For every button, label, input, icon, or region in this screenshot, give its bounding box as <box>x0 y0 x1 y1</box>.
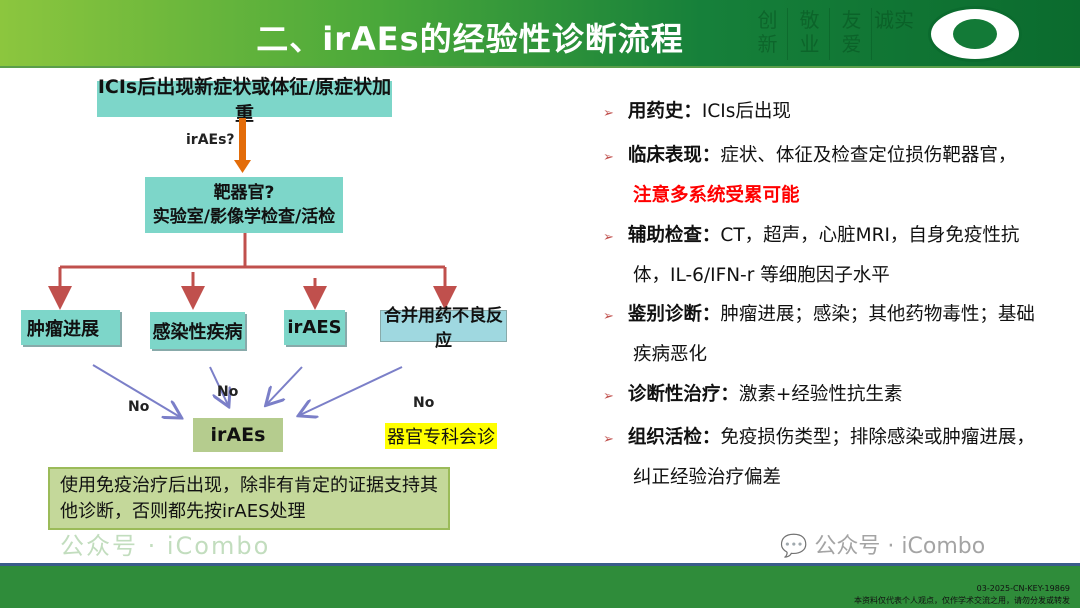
arrow-bullet-icon: ➢ <box>603 150 614 165</box>
target-organ-box: 靶器官? 实验室/影像学检查/活检 <box>145 177 343 233</box>
result-iraes-box: irAEs <box>193 418 283 452</box>
flow-connectors <box>48 118 457 530</box>
no-label: No <box>413 395 435 411</box>
bullet-differential: ➢鉴别诊断：肿瘤进展；感染；其他药物毒性；基础疾病恶化 <box>603 304 1035 365</box>
watermark: 公众号 · iCombo <box>60 532 271 560</box>
arrow-bullet-icon: ➢ <box>603 230 614 245</box>
arrow-bullet-icon: ➢ <box>603 106 614 121</box>
bullet-diagnostic-treatment: ➢诊断性治疗：激素+经验性抗生素 <box>603 384 903 405</box>
bullet-biopsy: ➢组织活检：免疫损伤类型；排除感染或肿瘤进展，纠正经验治疗偏差 <box>603 427 1035 488</box>
red-branch-lines <box>48 233 457 310</box>
wechat-icon: 💬 <box>780 534 808 559</box>
note-box: 使用免疫治疗后出现，除非有肯定的证据支持其他诊断，否则都先按irAES处理 <box>48 467 450 530</box>
page-title: 二、irAEs的经验性诊断流程 <box>256 20 684 58</box>
document-code: 03-2025-CN-KEY-19869 <box>976 584 1070 593</box>
header-banner: 二、irAEs的经验性诊断流程 创新 敬业 友爱 诚实 <box>0 0 1080 68</box>
arrow-bullet-icon: ➢ <box>603 309 614 324</box>
organ-specialist-consult: 器官专科会诊 <box>385 423 497 449</box>
branch-concomitant-drug: 合并用药不良反应 <box>380 306 507 351</box>
bullet-auxiliary-exam: ➢辅助检查：CT，超声，心脏MRI，自身免疫性抗体，IL-6/IFN-r 等细胞… <box>603 225 1020 286</box>
orange-arrow <box>234 118 251 173</box>
no-label: No <box>217 384 239 400</box>
branch-infection: 感染性疾病 <box>150 312 245 349</box>
footer-band <box>0 563 1080 608</box>
bullet-clinical: ➢临床表现：症状、体征及检查定位损伤靶器官，注意多系统受累可能 <box>603 145 1017 206</box>
disclaimer: 本资料仅代表个人观点，仅作学术交流之用，请勿分发或转发 <box>854 596 1070 605</box>
branch-tumor-progression: 肿瘤进展 <box>21 310 120 345</box>
dove-icon <box>953 19 997 49</box>
step2-line2: 实验室/影像学检查/活检 <box>152 207 336 227</box>
arrow-bullet-icon: ➢ <box>603 389 614 404</box>
branch-iraes: irAES <box>284 310 345 345</box>
arrow-bullet-icon: ➢ <box>603 432 614 447</box>
blue-no-arrows <box>92 364 403 417</box>
motto-char: 创新 <box>748 8 788 60</box>
motto-char: 敬业 <box>790 8 830 60</box>
sysucc-logo <box>928 6 1022 62</box>
motto-char: 友爱 <box>832 8 872 60</box>
bullet-medication-history: ➢用药史：ICIs后出现 <box>603 101 791 122</box>
step2-line1: 靶器官? <box>213 183 275 203</box>
no-label: No <box>128 399 150 415</box>
motto-char: 诚实 <box>874 8 914 32</box>
wechat-watermark: 💬 公众号 · iCombo <box>780 534 986 559</box>
flow-start-box: ICIs后出现新症状或体征/原症状加重 <box>97 76 392 125</box>
irAEs-question-label: irAEs? <box>186 132 235 148</box>
